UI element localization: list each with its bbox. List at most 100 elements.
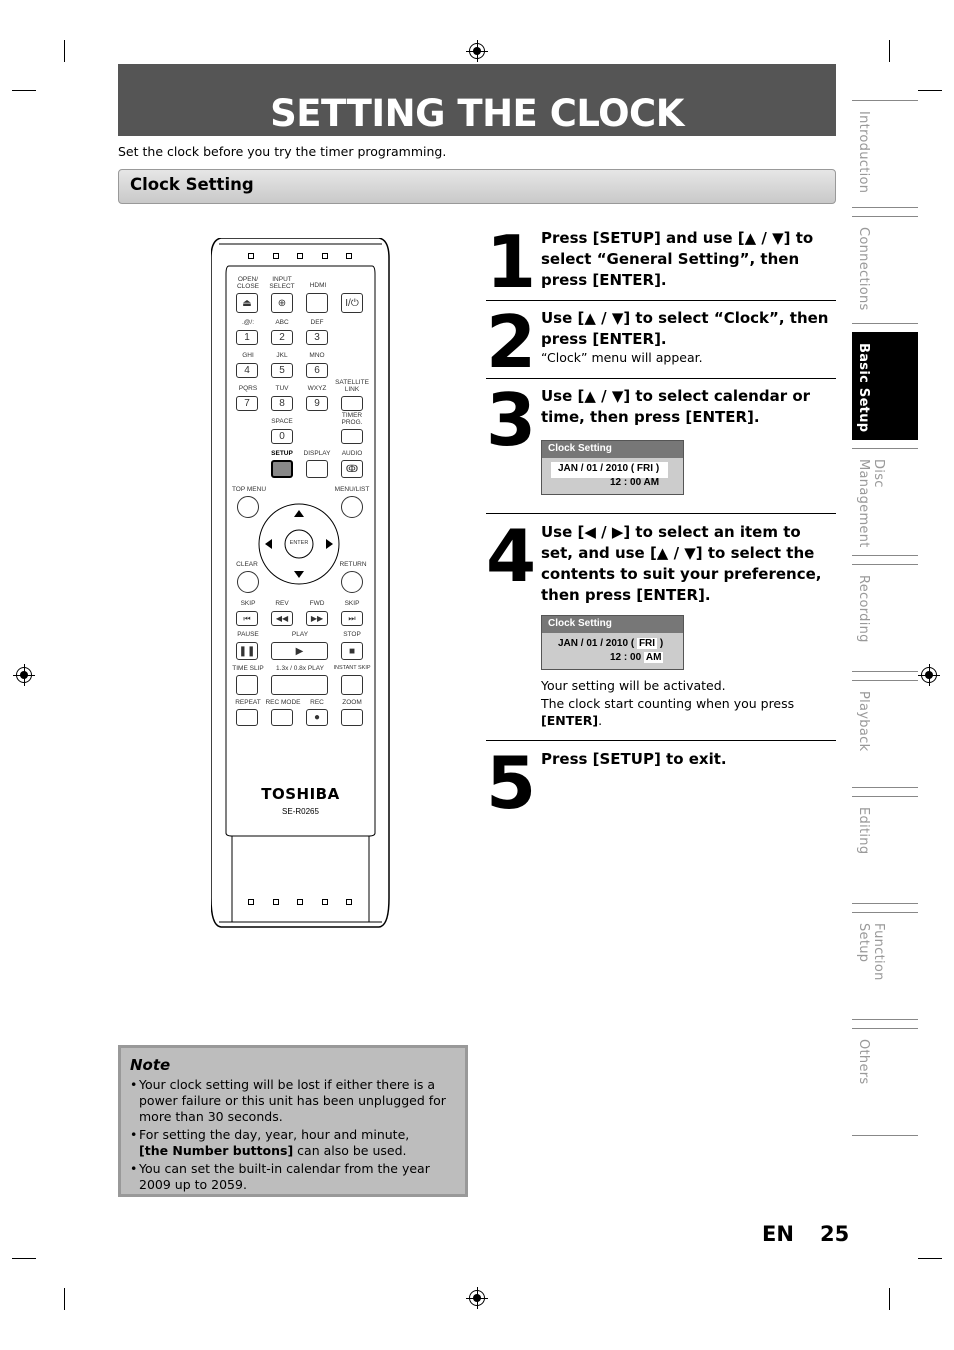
timer-prog-button[interactable] [341, 429, 363, 444]
setup-button[interactable] [271, 460, 293, 478]
remote-label: SPACE [271, 418, 293, 425]
remote-label: WXYZ [307, 385, 327, 392]
indicator-dot [248, 899, 254, 905]
divider [486, 740, 836, 741]
rev-button[interactable]: ◀◀ [271, 611, 293, 626]
registration-mark-icon [13, 664, 35, 686]
digit-7-button[interactable]: 7 [236, 396, 258, 411]
indicator-dot [346, 253, 352, 259]
zoom-button[interactable] [341, 709, 363, 726]
stop-button[interactable]: ■ [341, 642, 363, 660]
crop-mark [918, 1258, 942, 1259]
rec-button[interactable]: ● [306, 709, 328, 726]
remote-label: SKIP [344, 600, 360, 607]
step-number: 1 [486, 220, 536, 304]
note-item: You can set the built-in calendar from t… [130, 1161, 465, 1193]
divider [486, 513, 836, 514]
digit-3-button[interactable]: 3 [306, 330, 328, 345]
remote-label: 1.3x / 0.8x PLAY [276, 665, 324, 672]
section-title: Clock Setting [130, 175, 254, 194]
page-title: SETTING THE CLOCK [270, 92, 684, 135]
page-number: 25 [820, 1222, 850, 1246]
registration-mark-icon [466, 1287, 488, 1309]
remote-label: PLAY [291, 631, 309, 638]
crop-mark [889, 40, 890, 62]
top-menu-button[interactable] [237, 496, 259, 518]
indicator-dot [248, 253, 254, 259]
note-title: Note [130, 1056, 171, 1074]
digit-8-button[interactable]: 8 [271, 396, 293, 411]
step-number: 3 [486, 378, 536, 462]
remote-label: GHI [242, 352, 254, 359]
crop-mark [12, 90, 36, 91]
calendar-highlight: JAN / 01 / 2010 ( FRI ) [551, 462, 668, 478]
digit-1-button[interactable]: 1 [236, 330, 258, 345]
speed-play-button[interactable] [271, 675, 328, 695]
crop-mark [64, 1288, 65, 1310]
enter-key-text: [ENTER] [541, 713, 599, 728]
note-item: For setting the day, year, hour and minu… [130, 1127, 465, 1159]
remote-label: TIME SLIP [232, 665, 264, 672]
digit-2-button[interactable]: 2 [271, 330, 293, 345]
tab-function-setup[interactable]: Function Setup [852, 912, 918, 1020]
repeat-button[interactable] [236, 709, 258, 726]
tab-basic-setup[interactable]: Basic Setup [852, 332, 918, 440]
digit-6-button[interactable]: 6 [306, 363, 328, 378]
tab-playback[interactable]: Playback [852, 680, 918, 788]
remote-label: SKIP [240, 600, 256, 607]
section-banner [118, 169, 836, 204]
skip-forward-button[interactable]: ⏭ [341, 611, 363, 626]
period: . [598, 713, 603, 728]
model-number: SE-R0265 [282, 807, 319, 816]
note-list: Your clock setting will be lost if eithe… [130, 1077, 465, 1195]
input-select-button[interactable]: ⊕ [271, 293, 293, 313]
note-item: Your clock setting will be lost if eithe… [130, 1077, 465, 1125]
satellite-link-button[interactable] [341, 396, 363, 411]
rec-mode-button[interactable] [271, 709, 293, 726]
language-label: EN [762, 1222, 794, 1246]
remote-label: TOP MENU [231, 486, 267, 493]
time-value: 12 : 00 AM [610, 477, 660, 488]
display-button[interactable] [306, 460, 328, 478]
calendar-end: ) [657, 638, 664, 649]
remote-label: SATELLITE LINK [335, 379, 369, 393]
enter-button[interactable] [286, 531, 312, 557]
remote-label: FWD [309, 600, 325, 607]
tab-label: Editing [856, 807, 871, 855]
remote-label: OPEN/ CLOSE [236, 276, 260, 290]
play-button[interactable]: ▶ [271, 642, 328, 660]
tab-introduction[interactable]: Introduction [852, 100, 918, 208]
digit-4-button[interactable]: 4 [236, 363, 258, 378]
tab-editing[interactable]: Editing [852, 796, 918, 904]
remote-label: MENU/LIST [334, 486, 370, 493]
instant-skip-button[interactable] [341, 675, 363, 695]
tab-disc-management[interactable]: Disc Management [852, 448, 918, 556]
clear-button[interactable] [237, 571, 259, 593]
remote-label: STOP [343, 631, 361, 638]
tab-others[interactable]: Others [852, 1028, 918, 1136]
digit-0-button[interactable]: 0 [271, 429, 293, 444]
power-button[interactable]: I/⏻ [341, 293, 363, 313]
tab-recording[interactable]: Recording [852, 564, 918, 672]
registration-mark-icon [466, 40, 488, 62]
menu-list-button[interactable] [341, 496, 363, 518]
fwd-button[interactable]: ▶▶ [306, 611, 328, 626]
remote-label: TIMER PROG. [341, 412, 363, 426]
digit-9-button[interactable]: 9 [306, 396, 328, 411]
remote-label: RETURN [339, 561, 367, 568]
return-button[interactable] [341, 571, 363, 593]
time-slip-button[interactable] [236, 675, 258, 695]
audio-button[interactable]: ↂ [341, 460, 363, 478]
pause-button[interactable]: ❚❚ [236, 642, 258, 660]
skip-back-button[interactable]: ⏮ [236, 611, 258, 626]
open-close-button[interactable]: ⏏ [236, 293, 258, 313]
hdmi-button[interactable] [306, 293, 328, 313]
digit-5-button[interactable]: 5 [271, 363, 293, 378]
day-highlight: FRI [636, 638, 658, 649]
brand-logo: TOSHIBA [261, 785, 340, 803]
indicator-dot [273, 899, 279, 905]
remote-label: SETUP [271, 450, 293, 457]
step-4-instruction: Use [◀ / ▶] to select an item to set, an… [541, 523, 822, 604]
screen-title: Clock Setting [542, 616, 683, 633]
tab-connections[interactable]: Connections [852, 216, 918, 324]
